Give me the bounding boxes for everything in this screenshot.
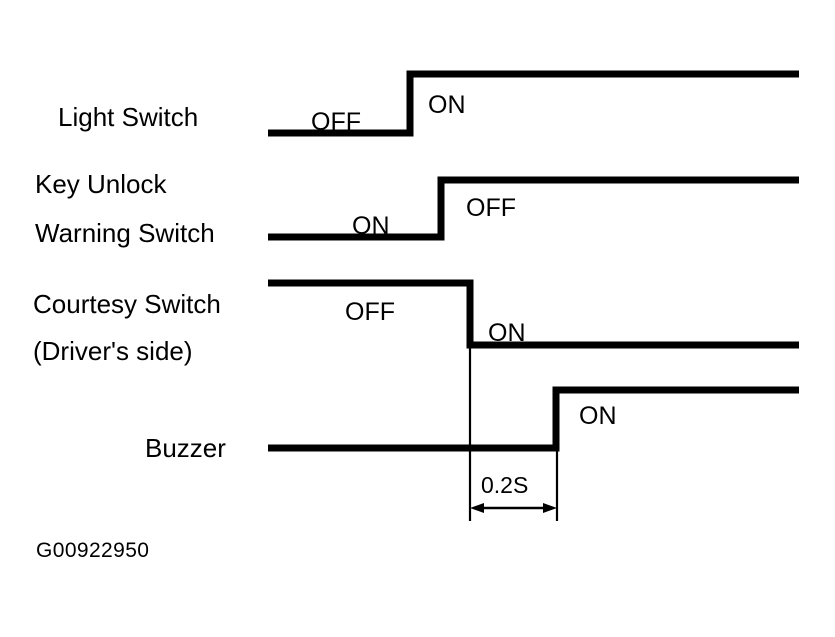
signal-row-light-switch: Light Switch OFF ON xyxy=(58,70,799,137)
signal-row-buzzer: Buzzer ON xyxy=(145,386,799,463)
delay-annotation-group: 0.2S xyxy=(468,345,559,521)
signal-label-courtesy-switch-line1: Courtesy Switch xyxy=(33,289,221,319)
signal-label-buzzer: Buzzer xyxy=(145,433,226,463)
state-label-buzzer-on: ON xyxy=(579,402,617,430)
signal-label-key-unlock-line2: Warning Switch xyxy=(35,218,215,248)
waveform-courtesy-switch xyxy=(268,279,799,349)
signal-label-light-switch: Light Switch xyxy=(58,102,198,132)
signal-label-courtesy-switch-line2: (Driver's side) xyxy=(33,336,193,366)
state-label-courtesy-switch-off: OFF xyxy=(345,298,395,326)
waveform-buzzer xyxy=(268,386,799,452)
signal-row-courtesy-switch: Courtesy Switch (Driver's side) OFF ON xyxy=(33,279,799,366)
waveform-key-unlock-warning-switch xyxy=(268,176,799,241)
state-label-key-unlock-on: ON xyxy=(352,212,390,240)
signal-label-key-unlock-line1: Key Unlock xyxy=(35,169,167,199)
state-label-light-switch-off: OFF xyxy=(311,108,361,136)
delay-arrow-head-left xyxy=(470,503,484,513)
waveform-light-switch xyxy=(268,70,799,137)
state-label-courtesy-switch-on: ON xyxy=(488,319,526,347)
delay-arrow-head-right xyxy=(543,503,557,513)
delay-value-label: 0.2S xyxy=(481,472,528,498)
signal-row-key-unlock-warning-switch: Key Unlock Warning Switch ON OFF xyxy=(35,169,799,248)
state-label-key-unlock-off: OFF xyxy=(466,194,516,222)
state-label-light-switch-on: ON xyxy=(428,91,466,119)
figure-id-label: G00922950 xyxy=(36,539,149,562)
